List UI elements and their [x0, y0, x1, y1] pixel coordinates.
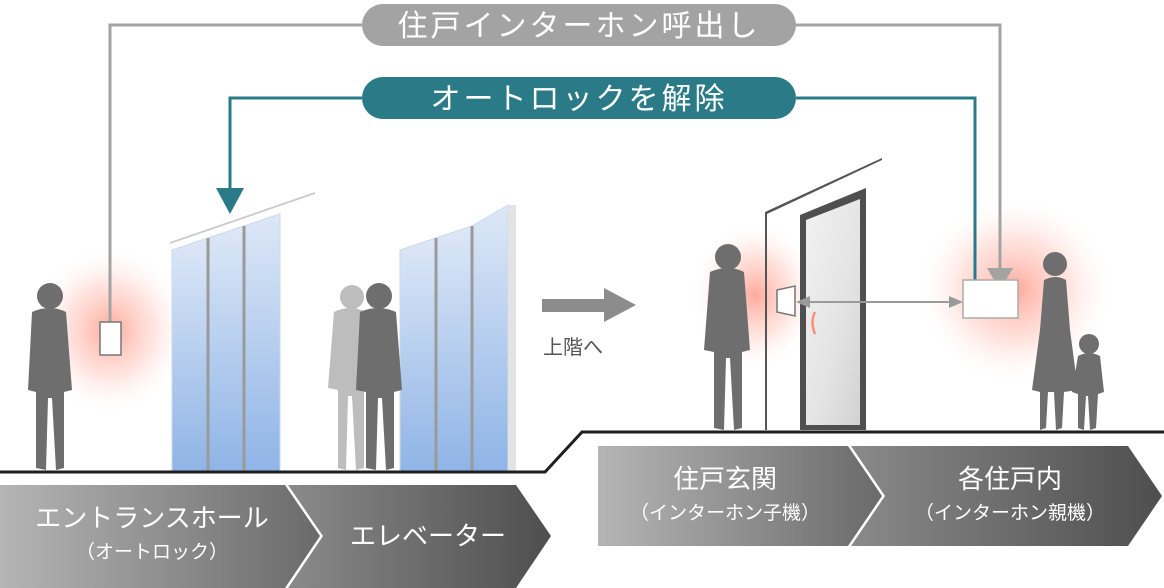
person-elevator-front	[356, 283, 402, 470]
door-handle-icon	[811, 311, 817, 335]
unlock-line-right	[796, 96, 977, 280]
entrance-intercom-panel-icon	[99, 321, 122, 356]
call-label: 住戸インターホン呼出し	[398, 9, 761, 44]
connection-arrow-left-icon	[796, 296, 810, 308]
call-line-right	[796, 23, 1002, 272]
connection-arrow-right-icon	[949, 296, 963, 308]
elevator-panel-2	[435, 225, 473, 473]
glass-door-panel-1	[171, 237, 209, 473]
upstairs-arrow-head-icon	[604, 288, 636, 322]
autolock-doors	[170, 192, 315, 473]
elevator-side-wall	[508, 205, 516, 472]
elevator-doors	[399, 204, 516, 473]
upstairs-arrow: 上階へ	[542, 288, 636, 359]
stage-entrance-subtitle: （オートロック）	[76, 541, 228, 563]
call-pill	[362, 4, 796, 46]
stage-entrance-title: エントランスホール	[35, 504, 268, 534]
stage-living-title: 各住戸内	[958, 465, 1062, 495]
call-arrow-head-icon	[987, 268, 1013, 290]
elevator-panel-1	[399, 237, 437, 473]
unlock-route: オートロックを解除	[216, 77, 977, 280]
floor-line	[0, 430, 1164, 474]
unlock-arrow-head-icon	[216, 188, 244, 214]
glass-door-panel-2	[207, 225, 245, 473]
person-entrance	[28, 283, 72, 470]
upstairs-arrow-shaft	[542, 299, 604, 312]
upstairs-label: 上階へ	[543, 335, 603, 359]
stage-bar-right: 住戸玄関 （インターホン子機） 各住戸内 （インターホン親機）	[598, 446, 1162, 546]
front-door	[765, 158, 882, 430]
call-route: 住戸インターホン呼出し	[108, 4, 1013, 322]
stage-living-chevron	[851, 446, 1162, 546]
unlock-line-left	[228, 96, 362, 190]
person-mother	[1032, 252, 1078, 430]
stage-entrance-chevron	[0, 485, 320, 588]
unlock-label: オートロックを解除	[431, 82, 728, 117]
person-child	[1072, 334, 1104, 430]
stage-front-door-chevron	[598, 446, 882, 546]
unlock-pill	[362, 77, 796, 119]
glass-door-panel-3	[243, 213, 281, 473]
person-front-door	[704, 244, 750, 430]
stage-front-door-subtitle: （インターホン子機）	[630, 502, 820, 524]
elevator-panel-3	[471, 204, 509, 473]
door-intercom-unit-icon	[776, 285, 796, 317]
stage-elevator-title: エレベーター	[350, 522, 506, 552]
door-wall	[765, 158, 882, 214]
stage-front-door-title: 住戸玄関	[673, 465, 777, 495]
stage-living-subtitle: （インターホン親機）	[915, 502, 1105, 524]
stage-elevator-chevron	[288, 485, 551, 588]
master-intercom-unit-icon	[962, 279, 1019, 319]
stage-bar-left: エントランスホール （オートロック） エレベーター	[0, 485, 551, 588]
call-line-left	[108, 23, 362, 322]
door-glass	[806, 199, 860, 425]
door-ceiling-line	[170, 192, 315, 244]
